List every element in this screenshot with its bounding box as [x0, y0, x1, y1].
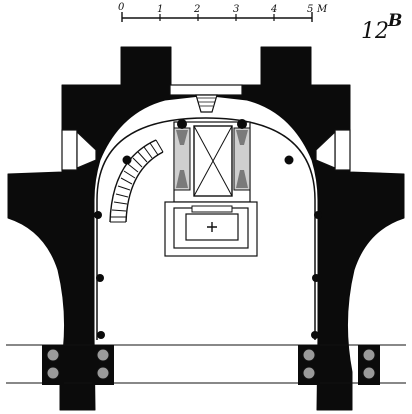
apse-column-dots: [94, 155, 322, 339]
window-niches: [61, 129, 351, 171]
column-dot: [284, 155, 294, 165]
column-dot: [311, 331, 319, 339]
figure-label: 12: [361, 19, 389, 44]
scale-label-1: 1: [157, 4, 163, 15]
scale-label-5: 5: [307, 4, 313, 15]
niche-left: [61, 129, 78, 171]
niche-right: [334, 129, 351, 171]
figure-number: 12 B: [361, 11, 402, 44]
scale-label-0: 0: [118, 2, 125, 13]
column-dot: [96, 274, 104, 282]
wall-mass: [7, 46, 405, 411]
ciborium-inner: [193, 125, 233, 197]
column-dot: [97, 331, 105, 339]
column-dot: [122, 155, 132, 165]
entrance-threshold: [169, 84, 243, 113]
figure-label-superscript: B: [387, 11, 402, 31]
pier-bottom-right: [298, 345, 380, 385]
column-top-left: [173, 119, 191, 191]
wall-left: [7, 84, 201, 411]
column-top-right: [233, 119, 251, 191]
scale-label-3: 3: [233, 4, 239, 15]
altar-ciborium: [164, 119, 258, 257]
nave-lines: [6, 344, 406, 384]
pier-bottom-left: [42, 345, 114, 385]
altar-cross-icon: [207, 222, 217, 232]
scale-label-2: 2: [193, 4, 200, 15]
scale-label-4: 4: [270, 4, 277, 15]
diagonal-b: [193, 125, 233, 197]
wall-right: [211, 84, 405, 411]
scale-unit: M: [316, 4, 328, 15]
column-dot: [94, 211, 102, 219]
scale-bar: 0 1 2 3 4 5 M: [118, 2, 328, 22]
curved-stair: [109, 139, 164, 223]
column-dot: [314, 211, 322, 219]
altar-step: [191, 205, 233, 213]
column-dot: [312, 274, 320, 282]
